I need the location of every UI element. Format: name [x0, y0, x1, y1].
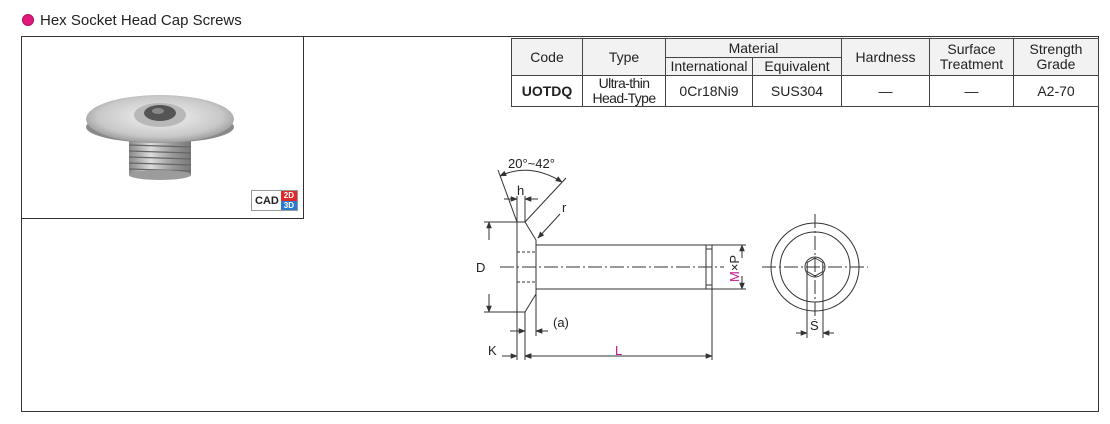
strength-line-1: Strength [1029, 41, 1083, 57]
cell-hardness: — [841, 75, 931, 107]
cell-equivalent: SUS304 [751, 75, 843, 107]
cell-type: Ultra-thin Head-Type [582, 75, 666, 107]
product-photo [21, 36, 304, 219]
screw-head-shape [86, 95, 234, 143]
cell-international: 0Cr18Ni9 [665, 75, 753, 107]
cad-label: CAD [255, 194, 279, 207]
col-header-hardness: Hardness [841, 38, 931, 76]
cad-download-badge[interactable]: CAD 2D 3D [251, 190, 298, 211]
bullet-circle-icon [22, 14, 34, 26]
spec-table: Code Type Material Hardness Surface Trea… [511, 38, 1100, 107]
col-header-material: Material [664, 38, 843, 58]
col-header-surface-treatment: Surface Treatment [929, 38, 1015, 76]
table-row: UOTDQ Ultra-thin Head-Type 0Cr18Ni9 SUS3… [511, 75, 1100, 107]
title-text: Hex Socket Head Cap Screws [40, 11, 242, 29]
col-header-type: Type [582, 38, 666, 76]
screw-photo-illustration [86, 95, 234, 180]
col-header-international: International [665, 57, 753, 76]
cad-3d-label: 3D [280, 200, 297, 210]
col-header-equivalent: Equivalent [751, 57, 843, 76]
cell-surface: — [929, 75, 1015, 107]
col-header-code: Code [511, 38, 583, 76]
col-header-strength-grade: Strength Grade [1013, 38, 1100, 76]
surface-line-2: Treatment [939, 56, 1004, 72]
page-title: Hex Socket Head Cap Screws [22, 11, 242, 29]
cell-strength: A2-70 [1013, 75, 1100, 107]
content-frame [21, 36, 1099, 412]
surface-line-1: Surface [947, 41, 996, 57]
strength-line-2: Grade [1036, 56, 1076, 72]
cad-2d-label: 2D [280, 191, 297, 201]
cell-code[interactable]: UOTDQ [511, 75, 583, 107]
screw-thread-shape [128, 133, 192, 180]
